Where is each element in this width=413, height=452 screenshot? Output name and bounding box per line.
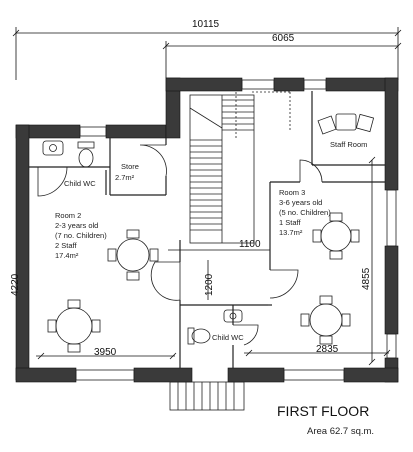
child-wc-upper-label: Child WC bbox=[64, 179, 96, 188]
child-wc-lower-label: Child WC bbox=[212, 333, 244, 342]
store-label: Store bbox=[121, 162, 139, 171]
floor-title-block: FIRST FLOOR Area 62.7 sq.m. bbox=[277, 403, 374, 437]
room3-width-dimension: 2835 bbox=[316, 344, 339, 355]
staff-room-label: Staff Room bbox=[330, 140, 367, 149]
room3-area: 13.7m² bbox=[279, 228, 303, 237]
dimension-labels: 10115 6065 1100 1200 4220 4855 3950 2835 bbox=[10, 19, 372, 358]
room2-age: 2-3 years old bbox=[55, 221, 98, 230]
room2-staff: 2 Staff bbox=[55, 241, 77, 250]
sanitary-fittings bbox=[42, 140, 243, 345]
room2-area: 17.4m² bbox=[55, 251, 79, 260]
room2-width-dimension: 3950 bbox=[94, 347, 117, 358]
doors bbox=[37, 144, 323, 346]
furniture bbox=[47, 113, 375, 353]
landing-dimension: 1200 bbox=[204, 273, 215, 296]
room3-height-dimension: 4855 bbox=[361, 267, 372, 290]
room-labels: Child WC Store 2.7m² Staff Room Room 2 2… bbox=[55, 140, 367, 342]
corridor-dimension: 1100 bbox=[239, 239, 261, 250]
room2-name: Room 2 bbox=[55, 211, 81, 220]
overall-width-dimension: 10115 bbox=[192, 19, 220, 30]
room2-height-dimension: 4220 bbox=[10, 273, 21, 296]
floor-title: FIRST FLOOR bbox=[277, 403, 369, 419]
room3-staff: 1 Staff bbox=[279, 218, 301, 227]
room3-children: (5 no. Children) bbox=[279, 208, 331, 217]
room3-age: 3-6 years old bbox=[279, 198, 322, 207]
staircase bbox=[189, 91, 291, 244]
store-area-label: 2.7m² bbox=[115, 173, 135, 182]
room3-name: Room 3 bbox=[279, 188, 305, 197]
floor-area: Area 62.7 sq.m. bbox=[307, 426, 374, 437]
room2-children: (7 no. Children) bbox=[55, 231, 107, 240]
walls bbox=[15, 77, 399, 383]
upper-width-dimension: 6065 bbox=[272, 33, 295, 44]
external-steps bbox=[169, 381, 245, 411]
